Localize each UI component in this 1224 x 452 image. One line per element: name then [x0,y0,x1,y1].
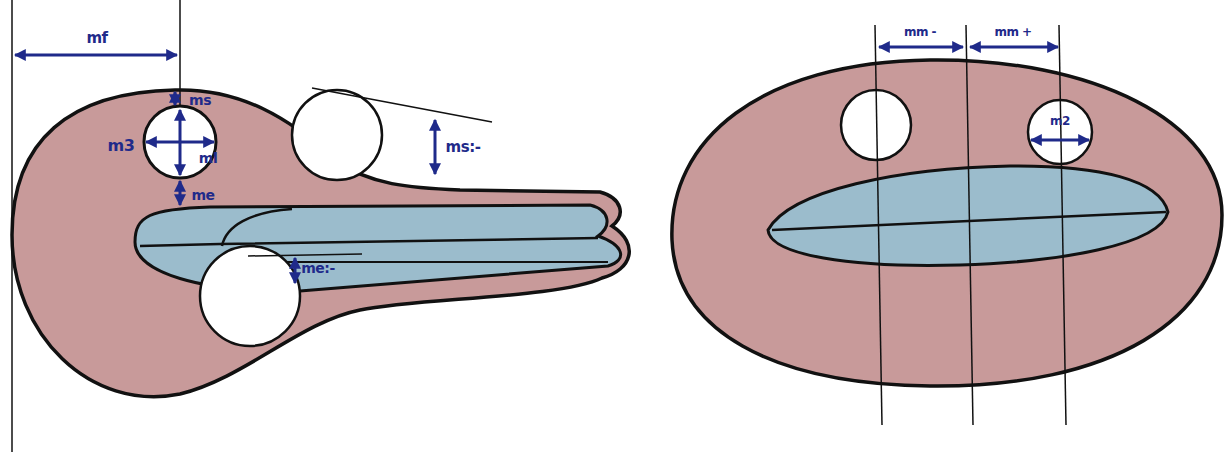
organ-line [222,209,292,246]
dimension-arrow [970,46,1058,49]
dimension-arrow [174,92,177,105]
body-outline [672,60,1222,386]
reference-line [11,0,13,452]
dimension-arrow [294,258,297,283]
dimension-arrow [15,54,177,57]
dimension-label: me:- [301,261,335,275]
dimension-label: mf [86,31,107,46]
dimension-label: m3 [108,138,135,154]
dimension-arrow [879,46,963,49]
hole [144,106,216,178]
reference-line [1059,25,1066,425]
dimension-label: me [191,188,214,202]
reference-line [966,25,973,425]
tangent-line [312,88,492,122]
dimension-arrow [1031,139,1089,142]
dimension-arrow [434,120,437,174]
dimension-arrow [179,110,182,175]
dimension-label: m2 [1050,115,1070,127]
reference-line [179,0,181,106]
hole [292,90,382,180]
body-outline [12,90,629,397]
organ-line [140,238,598,246]
dimension-label: ml [199,151,217,165]
dimension-label: ms:- [446,140,481,155]
hole [200,246,300,346]
reference-line [875,25,882,425]
tangent-line [248,254,362,256]
dimension-label: ms [189,93,211,107]
dimension-arrow [179,181,182,205]
dimension-label: mm - [904,26,936,38]
dimension-label: mm + [994,26,1031,38]
